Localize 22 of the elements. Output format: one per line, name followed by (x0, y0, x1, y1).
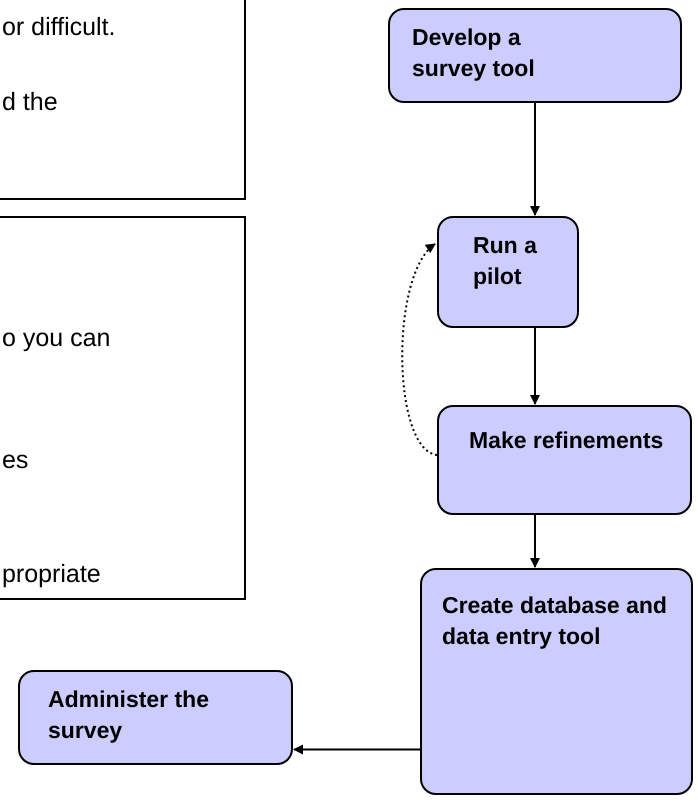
text-line: d the (2, 88, 58, 117)
process-box (437, 216, 579, 328)
arrow (293, 744, 420, 754)
step-label: Develop a survey tool (412, 23, 536, 84)
process-box (18, 670, 293, 765)
process-box (420, 568, 693, 795)
text-box (0, 0, 246, 200)
arrow (530, 103, 540, 216)
arrow (530, 328, 540, 405)
text-box (0, 216, 246, 600)
dotted-arrow (401, 243, 438, 456)
arrow (530, 515, 540, 568)
text-line: or difficult. (2, 13, 116, 42)
text-line: propriate (2, 560, 101, 589)
text-line: es (2, 446, 28, 475)
step-label: Create database and data entry tool (442, 591, 668, 652)
text-line: o you can (2, 324, 110, 353)
step-label: Make refinements (469, 426, 664, 455)
step-label: Administer the survey (48, 685, 210, 746)
process-box (388, 8, 682, 103)
step-label: Run a pilot (473, 231, 538, 292)
process-box (437, 405, 692, 515)
